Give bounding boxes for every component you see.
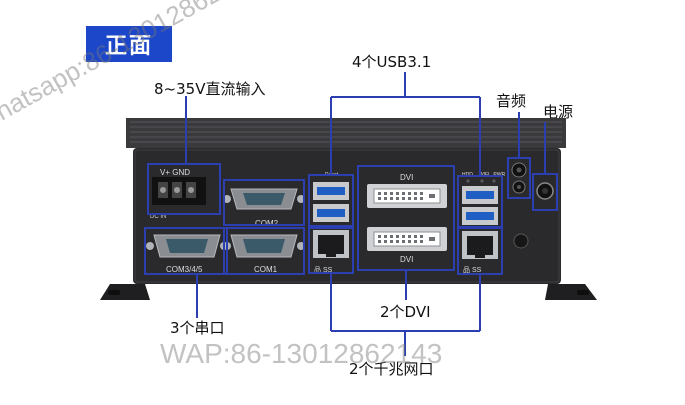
dc-terminal: [152, 177, 206, 205]
mounting-bracket-right: [545, 284, 597, 300]
com1-port: [223, 234, 305, 258]
lan-label: 2个千兆网口: [349, 360, 434, 378]
dvi-port-top: [367, 184, 447, 208]
com2-text: COM2: [255, 219, 279, 228]
com345-text: COM3/4/5: [166, 265, 203, 274]
lan-port-right: [462, 231, 498, 259]
mounting-bracket-left: [100, 284, 150, 300]
dvi-label: 2个DVI: [380, 303, 431, 321]
power-button: [536, 182, 554, 200]
audio-label: 音频: [496, 92, 527, 110]
dvi-bottom-text: DVI: [400, 255, 413, 264]
dvi-top-text: DVI: [400, 173, 413, 182]
heatsink-fins: [126, 118, 566, 148]
com1-text: COM1: [254, 265, 278, 274]
usb-label: 4个USB3.1: [352, 53, 432, 71]
lan-right-icons: 品 SS: [463, 266, 482, 274]
audio-jacks: [511, 162, 527, 194]
power-input-label: 8~35V直流输入: [154, 80, 266, 98]
dc-pins-text: V+ GND: [160, 168, 190, 177]
aux-hole: [513, 233, 529, 249]
lan-left-icons: 品 SS: [314, 266, 333, 274]
usb-ports-right: [462, 186, 498, 225]
lan-port-left: [313, 230, 349, 258]
dvi-port-bottom: [367, 227, 447, 251]
power-label: 电源: [543, 103, 574, 121]
leader-lines: [185, 72, 546, 356]
title-badge: 正面: [86, 26, 172, 62]
usb-ports-left: [313, 182, 349, 222]
status-leds: [466, 179, 496, 183]
serial-label: 3个串口: [170, 319, 225, 337]
dc-in-text: DC IN: [150, 214, 166, 220]
